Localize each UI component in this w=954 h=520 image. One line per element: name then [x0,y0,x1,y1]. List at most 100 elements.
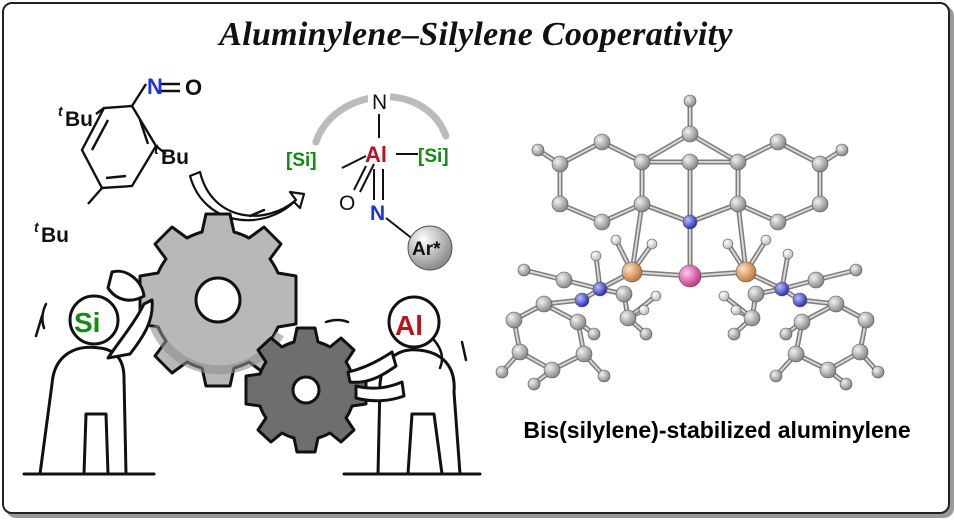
atom-c [551,195,569,213]
tbu-label-right: t Bu [154,141,189,169]
product-si-right: [Si] [418,146,449,167]
atom-c [575,345,593,363]
atom-c [857,311,875,329]
nitroso-reagent [80,82,180,205]
atom-c [593,213,611,231]
atom-c [851,343,869,361]
atom-c [835,143,849,157]
atom-si [621,261,643,283]
svg-text:t: t [58,103,64,119]
ring-double-bond [90,119,110,151]
atom-c [811,195,829,213]
atom-c [839,377,853,391]
atom-c [593,133,611,151]
svg-text:t: t [154,141,160,157]
atom-c [729,195,747,213]
tbu-bond [95,107,105,115]
atom-h [638,304,650,316]
atom-h [718,290,730,302]
aryl-sphere [407,225,453,271]
atom-c [807,271,825,289]
product-ar-label: Ar* [412,239,441,260]
atom-n [574,292,590,308]
product-bonds [341,114,418,241]
atom-h [590,250,602,262]
atom-h [760,234,772,246]
svg-text:Bu: Bu [41,224,69,247]
bond-stick [689,203,739,223]
atom-c [729,153,747,171]
atom-c [827,295,845,313]
si-figure-label: Si [74,307,100,338]
atom-c [769,133,787,151]
bond-stick [631,203,643,273]
atom-c [615,285,633,303]
atom-c [811,155,829,173]
atom-c [779,327,793,341]
atom-c [787,345,805,363]
product-si-left: [Si] [286,150,317,171]
product-o-atom: O [339,192,355,215]
atom-c [551,155,569,173]
atom-c [633,153,651,171]
ring-double-bond [105,174,127,180]
bond-stick [737,203,747,273]
atom-c [769,213,787,231]
small-gear [244,326,368,454]
atom-c [849,263,863,277]
atom-c [555,271,573,289]
bond-stick [689,133,739,163]
atom-c [681,153,699,171]
atom-h [646,238,658,250]
atom-h [782,248,794,260]
atom-c [511,343,529,361]
atom-c [871,365,885,379]
si-figure [22,269,156,476]
atom-n [592,281,608,297]
bond-stick [641,203,691,223]
reaction-arrow [188,170,306,222]
atom-c [727,327,741,341]
atom-c [495,365,509,379]
atom-c [793,313,811,331]
figure-title: Aluminylene–Silylene Cooperativity [219,16,733,53]
reagent-n-atom: N [147,74,163,99]
product-n-top: N [372,91,387,114]
svg-text:t: t [34,219,40,235]
atom-c [531,143,545,157]
atom-n [682,214,698,230]
svg-text:Bu: Bu [161,146,189,169]
atom-c [819,361,837,379]
atom-al [678,264,702,288]
molecular-structure [495,94,885,391]
tbu-label-bottom: t Bu [34,219,69,247]
atom-c [569,313,587,331]
tbu-bond [87,187,103,205]
c-n-bond [130,83,148,107]
atom-c [743,309,761,327]
structure-caption: Bis(silylene)-stabilized aluminylene [523,417,911,443]
atom-c [683,94,697,108]
al-figure [342,295,482,476]
product-n-atom: N [370,202,385,225]
atom-n [792,292,808,308]
reagent-o-atom: O [185,75,202,100]
atom-h [610,234,622,246]
atom-c [505,311,523,329]
atom-c [633,195,651,213]
atom-h [722,238,734,250]
bond-stick [641,133,691,163]
atom-c [681,125,699,143]
atom-c [543,361,561,379]
atom-c [527,377,541,391]
motion-lines [41,208,444,370]
al-figure-label: Al [395,310,423,341]
atom-c [517,263,531,277]
atom-h [650,290,662,302]
product-al: Al [365,142,387,167]
figure-frame: Aluminylene–Silylene Cooperativity [2,2,950,514]
atom-c [535,295,553,313]
n-label-backdrop [368,90,390,112]
svg-text:Bu: Bu [65,108,93,131]
tbu-bond [155,145,167,155]
